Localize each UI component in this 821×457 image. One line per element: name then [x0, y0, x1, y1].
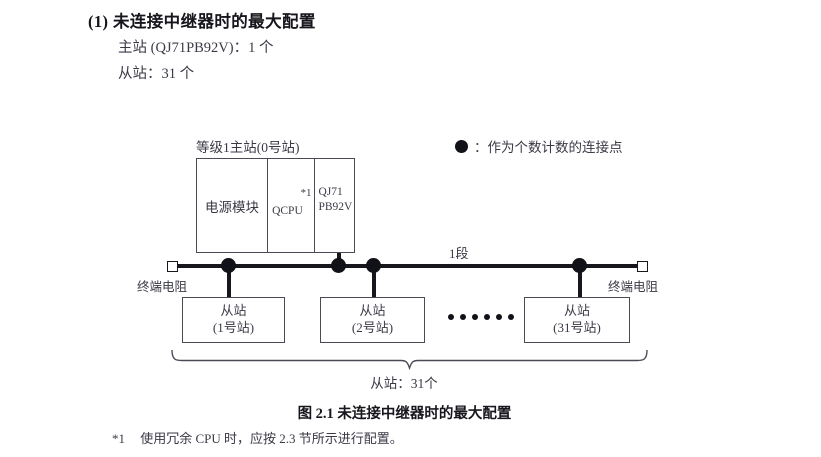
slave-group-brace [171, 349, 648, 370]
master-station-rack: 电源模块 QCPU *1 QJ71 PB92V [196, 158, 355, 253]
footnote-reference-marker: *1 [300, 187, 312, 199]
terminator-resistor-left-icon [167, 261, 178, 272]
qcpu-label: QCPU [272, 205, 303, 217]
figure-caption: 图 2.1 未连接中继器时的最大配置 [297, 406, 512, 422]
qj71pb92v-label-line-2: PB92V [318, 200, 353, 213]
slave-station-title: 从站 [359, 303, 386, 319]
qj71pb92v-module-cell: QJ71 PB92V [315, 159, 354, 252]
filled-circle-icon [455, 139, 468, 153]
slave-group-brace-label: 从站：31个 [370, 376, 438, 391]
footnote-text: 使用冗余 CPU 时，应按 2.3 节所示进行配置。 [140, 431, 403, 446]
legend: ：作为个数计数的连接点 [455, 136, 623, 156]
slave-station-number: (1号站) [212, 320, 255, 335]
slave-2-drop-line [372, 266, 376, 298]
connection-point-slave-2 [366, 258, 381, 273]
terminator-resistor-left-label: 终端电阻 [137, 280, 188, 294]
slave-station-box: 从站 (1号站) [182, 297, 285, 343]
segment-label: 1段 [449, 246, 469, 261]
power-supply-module-cell: 电源模块 [197, 159, 269, 252]
slave-station-number: (2号站) [351, 320, 394, 335]
qcpu-module-cell: QCPU *1 [268, 159, 316, 252]
footnote: *1 使用冗余 CPU 时，应按 2.3 节所示进行配置。 [112, 428, 403, 447]
connection-point-master [331, 258, 346, 273]
slave-station-box: 从站 (2号站) [320, 297, 425, 343]
ellipsis-icon [448, 314, 514, 320]
footnote-marker: *1 [112, 431, 125, 446]
master-station-label: 等级1主站(0号站) [196, 140, 300, 155]
slave-1-drop-line [227, 266, 231, 298]
slave-station-box: 从站 (31号站) [524, 297, 630, 343]
slave-31-drop-line [578, 266, 582, 298]
slave-station-title: 从站 [563, 303, 590, 319]
connection-point-slave-31 [572, 258, 587, 273]
page-title: (1) 未连接中继器时的最大配置 [88, 12, 316, 31]
legend-label: ：作为个数计数的连接点 [474, 140, 623, 155]
terminator-resistor-right-icon [637, 261, 648, 272]
slave-station-number: (31号站) [553, 320, 601, 335]
connection-point-slave-1 [221, 258, 236, 273]
slave-station-count-text: 从站：31 个 [118, 66, 195, 82]
slave-station-title: 从站 [220, 303, 247, 319]
master-station-count-text: 主站 (QJ71PB92V)：1 个 [118, 40, 274, 56]
qj71pb92v-label-line-1: QJ71 [318, 186, 343, 198]
bus-trunk-line [176, 264, 640, 268]
terminator-resistor-right-label: 终端电阻 [608, 280, 659, 294]
